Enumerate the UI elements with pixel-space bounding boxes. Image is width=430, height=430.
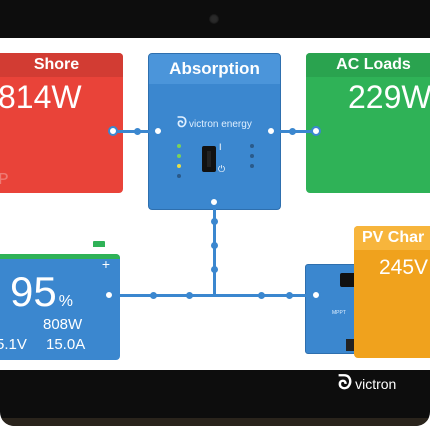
mppt-label: MPPT xyxy=(332,310,346,316)
mppt-device-image: MPPT xyxy=(305,264,361,354)
flow-dot xyxy=(211,266,218,273)
battery-soc: 95 xyxy=(10,268,57,315)
battery-top-bar xyxy=(0,254,120,259)
led-overload xyxy=(250,154,254,158)
battery-soc-value: 95% xyxy=(10,268,73,316)
device-bezel-edge xyxy=(0,418,430,426)
shore-power: 814W xyxy=(0,79,82,115)
led-absorption xyxy=(177,164,181,168)
battery-soc-unit: % xyxy=(58,293,73,310)
pv-charger-tile[interactable]: PV Char 245V xyxy=(354,226,430,358)
shore-title: Shore xyxy=(0,53,123,77)
ac-loads-title: AC Loads xyxy=(306,53,430,77)
battery-plus-label: + xyxy=(101,256,110,272)
led-inverter-on xyxy=(250,144,254,148)
victron-logo-icon: ᘐ xyxy=(338,372,353,394)
node-inverter-out xyxy=(266,126,276,136)
flow-dot xyxy=(211,218,218,225)
node-pv xyxy=(311,290,321,300)
ac-loads-power: 229W xyxy=(348,79,430,115)
flow-dot xyxy=(186,292,193,299)
battery-terminal xyxy=(93,241,105,247)
node-inverter-in xyxy=(153,126,163,136)
victron-logo-icon: ᘐ xyxy=(177,114,188,130)
led-bulk xyxy=(177,154,181,158)
flow-dot xyxy=(289,128,296,135)
battery-tile[interactable]: + 95% 808W 5.1V 15.0A xyxy=(0,254,120,360)
battery-current: 15.0A xyxy=(46,336,86,353)
led-float xyxy=(177,174,181,178)
node-loads-in xyxy=(311,126,321,136)
mppt-display xyxy=(340,273,356,287)
pv-charger-title: PV Char xyxy=(354,226,430,250)
wire-dc-bus xyxy=(110,294,318,297)
device-brand-text: victron xyxy=(355,376,397,392)
inverter-mode-switch[interactable] xyxy=(202,146,216,172)
shore-tile[interactable]: Shore 814W ᴘ xyxy=(0,53,123,193)
wire-inverter-bus xyxy=(213,203,216,295)
flow-dot xyxy=(134,128,141,135)
front-camera xyxy=(209,14,219,24)
led-low-battery xyxy=(250,164,254,168)
node-shore-out xyxy=(108,126,118,136)
led-mains-on xyxy=(177,144,181,148)
node-inverter-dc xyxy=(209,197,219,207)
battery-voltage: 5.1V xyxy=(0,336,27,353)
flow-dot xyxy=(211,242,218,249)
ac-loads-tile[interactable]: AC Loads 229W xyxy=(306,53,430,193)
pv-charger-power: 245V xyxy=(379,256,429,279)
inverter-state: Absorption xyxy=(149,54,280,84)
flow-dot xyxy=(150,292,157,299)
switch-on-label: I xyxy=(219,142,222,152)
node-battery xyxy=(104,290,114,300)
mppt-connector xyxy=(346,339,356,351)
flow-dot xyxy=(258,292,265,299)
plug-icon: ᴘ xyxy=(0,167,9,189)
flow-dot xyxy=(286,292,293,299)
inverter-brand-text: victron energy xyxy=(189,119,252,130)
battery-power: 808W xyxy=(43,316,83,333)
power-icon: ⏻ xyxy=(218,164,226,174)
